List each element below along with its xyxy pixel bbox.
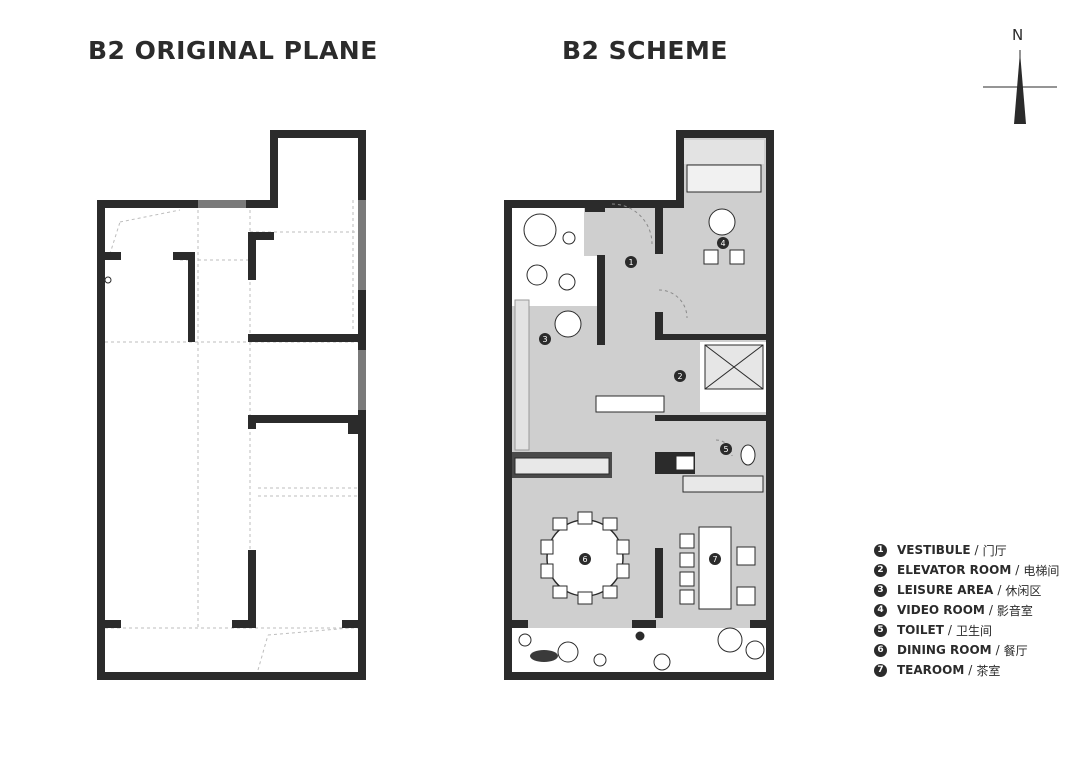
svg-text:7: 7 <box>712 555 717 564</box>
leisure-bench <box>595 395 665 413</box>
scheme-skylight-area <box>684 140 764 164</box>
legend-number-badge: 4 <box>874 603 887 617</box>
original-plan-title: B2 ORIGINAL PLANE <box>88 36 378 65</box>
room-markers: 1 2 3 4 5 6 7 <box>539 237 732 565</box>
kitchen-counter <box>514 457 610 475</box>
legend-number-badge: 1 <box>874 543 887 557</box>
room-marker-2: 2 <box>674 370 686 382</box>
original-window <box>198 200 246 208</box>
svg-text:1: 1 <box>628 258 633 267</box>
original-outer-wall <box>97 130 366 680</box>
video-room-chair-2 <box>729 249 745 265</box>
sofa-icon <box>686 164 762 193</box>
leisure-table <box>554 310 582 338</box>
room-marker-7: 7 <box>709 553 721 565</box>
room-marker-1: 1 <box>625 256 637 268</box>
legend-number-badge: 7 <box>874 663 887 677</box>
svg-text:3: 3 <box>542 335 547 344</box>
room-marker-4: 4 <box>717 237 729 249</box>
legend-number-badge: 2 <box>874 563 887 577</box>
svg-text:4: 4 <box>720 239 725 248</box>
leisure-shelf <box>514 299 530 451</box>
svg-text:5: 5 <box>723 445 728 454</box>
toilet-counter <box>682 475 764 493</box>
room-marker-3: 3 <box>539 333 551 345</box>
video-room-chair-1 <box>703 249 719 265</box>
legend-number-badge: 5 <box>874 623 887 637</box>
room-marker-6: 6 <box>579 553 591 565</box>
plant-icon <box>518 213 765 671</box>
original-side-window <box>358 200 366 290</box>
garden-rock <box>530 650 558 662</box>
svg-text:6: 6 <box>582 555 587 564</box>
room-marker-5: 5 <box>720 443 732 455</box>
tea-table <box>679 526 756 610</box>
original-drain-icon <box>104 276 112 284</box>
north-arrow-icon <box>983 50 1057 124</box>
video-room-table <box>708 208 736 236</box>
scheme-plan-title: B2 SCHEME <box>562 36 728 65</box>
scheme-plan: 1 2 3 4 5 6 7 <box>504 130 774 680</box>
original-plan <box>97 130 366 680</box>
original-dashed-lines <box>105 200 360 671</box>
svg-text:2: 2 <box>677 372 682 381</box>
north-label: N <box>1012 26 1024 44</box>
original-interior-walls <box>101 232 362 628</box>
original-side-window-2 <box>358 350 366 410</box>
legend-number-badge: 3 <box>874 583 887 597</box>
toilet-icon <box>740 444 756 466</box>
elevator-icon <box>704 344 764 390</box>
legend-number-badge: 6 <box>874 643 887 657</box>
sink-icon <box>675 455 695 471</box>
scheme-outer-wall <box>504 130 774 680</box>
